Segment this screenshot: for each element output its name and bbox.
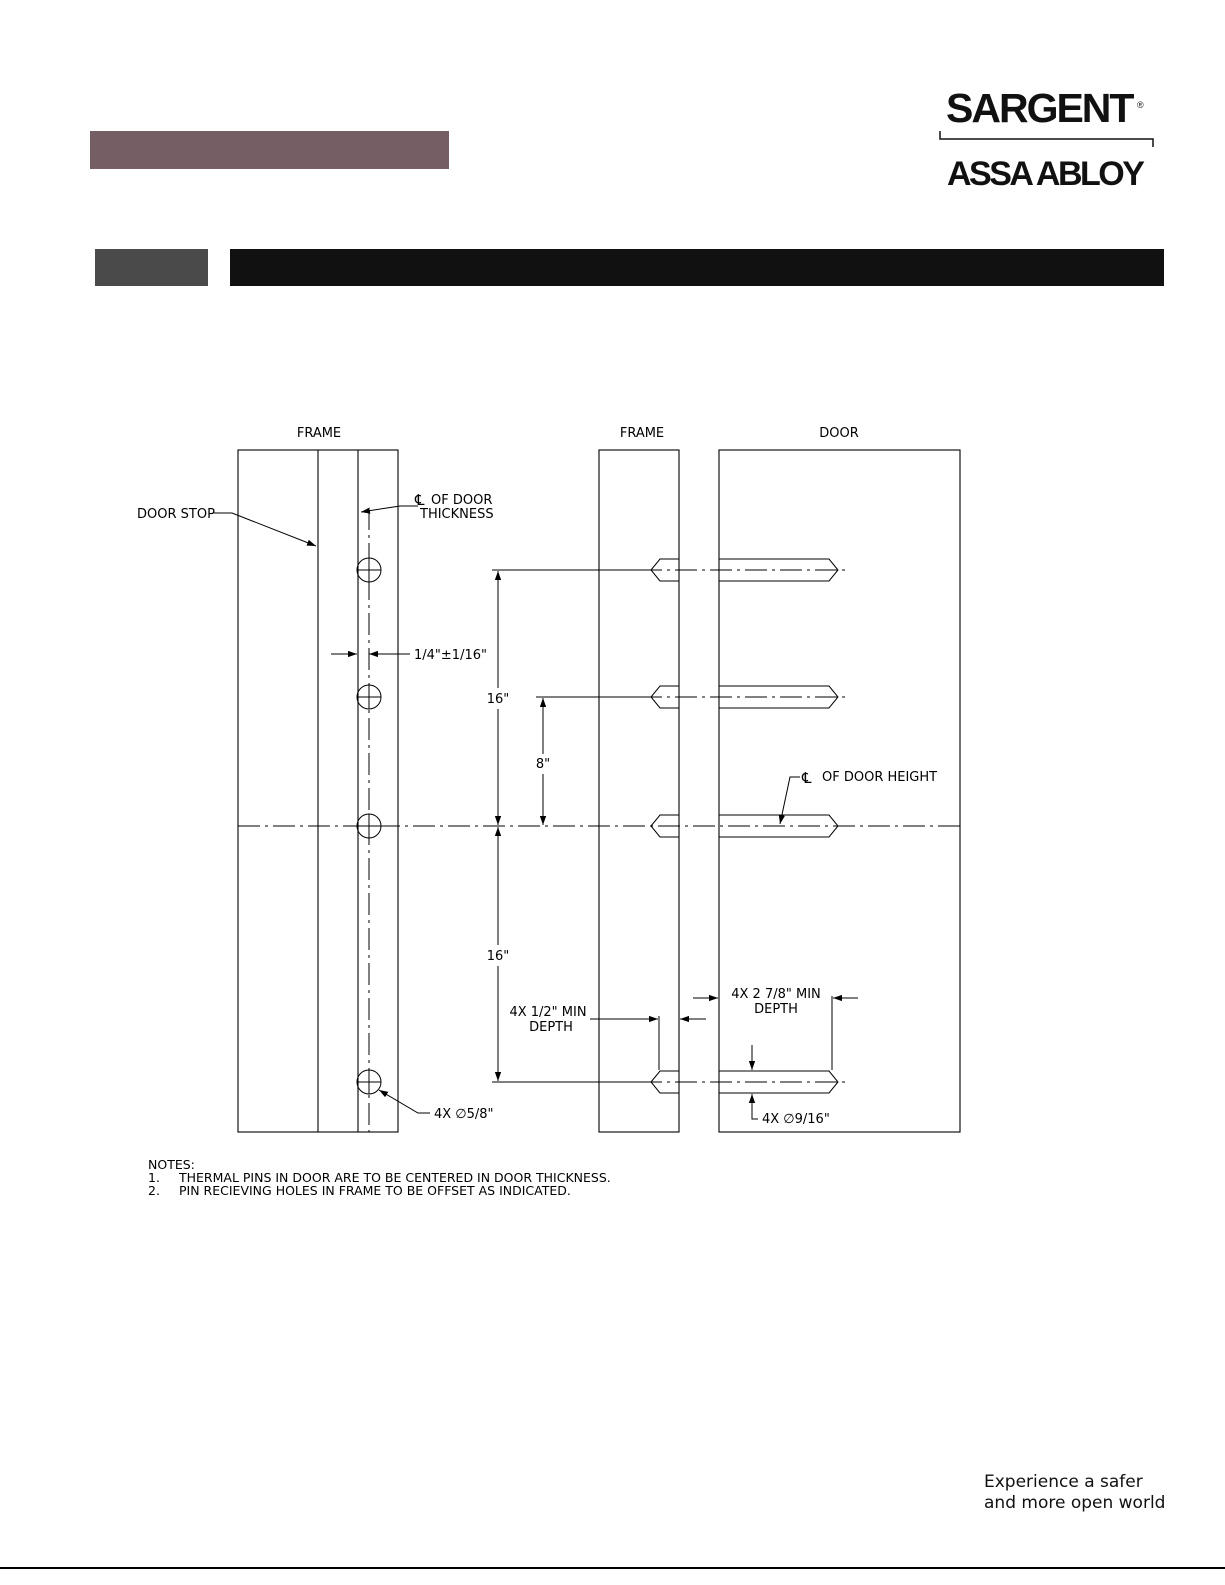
notes-heading: NOTES:	[148, 1157, 195, 1172]
left-frame-view	[237, 449, 399, 1133]
brand-color-bar	[90, 131, 449, 169]
tagline-line-1: Experience a safer	[984, 1472, 1143, 1492]
logo-parent: ASSA ABLOY	[947, 155, 1145, 192]
label-frame-left: FRAME	[297, 426, 341, 441]
label-door-depth-2: DEPTH	[754, 1002, 798, 1017]
label-offset: 1/4"±1/16"	[414, 648, 487, 663]
logo-bracket	[939, 131, 1154, 147]
note-2-text: PIN RECIEVING HOLES IN FRAME TO BE OFFSE…	[179, 1183, 571, 1198]
label-dim-16-upper: 16"	[487, 692, 510, 707]
label-dim-16-lower: 16"	[487, 949, 510, 964]
label-frame-depth-2: DEPTH	[529, 1020, 573, 1035]
hole-dia-leader	[378, 1089, 430, 1114]
label-pin-dia: 4X ∅9/16"	[762, 1112, 830, 1127]
label-hole-dia: 4X ∅5/8"	[434, 1107, 494, 1122]
section-tab	[95, 249, 208, 286]
cl-height-leader	[778, 776, 800, 825]
label-frame-depth-1: 4X 1/2" MIN	[509, 1005, 586, 1020]
sargent-assa-abloy-logo: SARGENT ® ASSA ABLOY	[939, 85, 1154, 192]
tagline: Experience a safer and more open world	[984, 1472, 1165, 1514]
notes: NOTES: 1. THERMAL PINS IN DOOR ARE TO BE…	[148, 1157, 611, 1198]
pin-centerlines	[640, 569, 850, 1083]
tagline-line-2: and more open world	[984, 1493, 1166, 1513]
logo-brand: SARGENT	[946, 85, 1134, 131]
label-cl-thickness-2: THICKNESS	[419, 507, 494, 522]
note-1-num: 1.	[148, 1170, 160, 1185]
frame-holes	[356, 557, 382, 1095]
logo-registered: ®	[1137, 100, 1144, 110]
label-cl-height: OF DOOR HEIGHT	[822, 770, 937, 785]
label-cl-thickness-1: OF DOOR	[431, 493, 492, 508]
pin-dia-arrow-bottom	[748, 1094, 758, 1120]
cl-symbol-thickness: ℄	[414, 491, 425, 509]
door-stop-leader	[214, 512, 317, 547]
cl-symbol-height: ℄	[801, 769, 812, 787]
title-bar	[230, 249, 1164, 286]
label-door-depth-1: 4X 2 7/8" MIN	[731, 987, 821, 1002]
label-dim-8: 8"	[536, 757, 550, 772]
thermal-pin-drawing: FRAME DOOR STOP ℄ OF DOOR THICKNESS 1/4"…	[137, 426, 961, 1198]
pin-row-3	[650, 814, 839, 838]
label-door: DOOR	[819, 426, 859, 441]
label-frame-right: FRAME	[620, 426, 664, 441]
label-door-stop: DOOR STOP	[137, 507, 215, 522]
bottom-rule	[0, 1567, 1225, 1569]
note-1-text: THERMAL PINS IN DOOR ARE TO BE CENTERED …	[178, 1170, 611, 1185]
section-frame-door	[598, 449, 961, 1133]
vertical-dimensions	[492, 569, 640, 1083]
cl-thickness-leader	[360, 505, 418, 514]
note-2-num: 2.	[148, 1183, 160, 1198]
